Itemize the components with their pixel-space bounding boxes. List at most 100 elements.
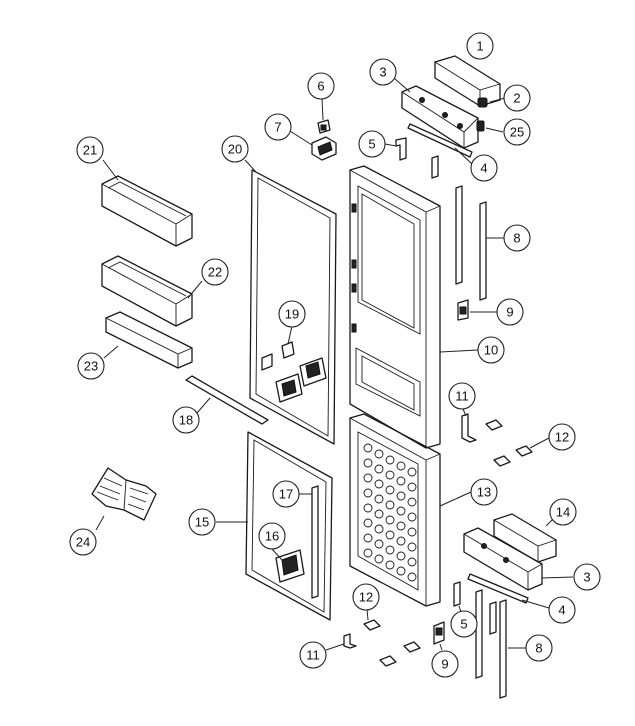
svg-text:14: 14: [556, 505, 570, 520]
callout-9-lower: 9: [431, 650, 459, 678]
door-dimple: [407, 527, 417, 537]
svg-text:24: 24: [76, 535, 90, 550]
svg-text:23: 23: [84, 359, 98, 374]
part-18-seal-strip: [185, 375, 269, 425]
door-dimple: [385, 500, 395, 510]
door-dimple: [374, 464, 384, 474]
callout-11-lower: 11: [299, 641, 327, 669]
door-dimple: [385, 560, 395, 570]
door-dimple: [363, 458, 373, 468]
part-12-lower-clip: [363, 619, 381, 631]
callout-12-upper: 12: [548, 423, 576, 451]
part-3-upper-hinge-bracket: [401, 85, 479, 149]
svg-text:25: 25: [510, 125, 524, 140]
door-dimple: [363, 443, 373, 453]
svg-text:7: 7: [274, 120, 281, 135]
part-5-lower-bracket: [453, 581, 461, 607]
part-14-lower-hinge-cover: [493, 513, 557, 563]
callout-21: 21: [76, 136, 104, 164]
svg-text:12: 12: [359, 590, 373, 605]
door-dimple-pattern: [363, 443, 417, 582]
callout-18: 18: [172, 406, 200, 434]
part-23-door-shelf: [105, 311, 193, 369]
callout-13: 13: [470, 478, 498, 506]
callout-9-upper: 9: [496, 298, 524, 326]
door-dimple: [374, 449, 384, 459]
door-dimple: [407, 467, 417, 477]
door-dimple: [385, 470, 395, 480]
part-11-upper-bracket: [461, 413, 477, 443]
callout-4-upper: 4: [470, 154, 498, 182]
door-dimple: [407, 572, 417, 582]
callout-15: 15: [188, 508, 216, 536]
svg-text:6: 6: [317, 79, 324, 94]
callout-8-upper: 8: [503, 224, 531, 252]
door-dimple: [396, 476, 406, 486]
svg-text:11: 11: [306, 648, 320, 663]
callout-22: 22: [201, 258, 229, 286]
callout-19: 19: [278, 300, 306, 328]
door-dimple: [396, 506, 406, 516]
callout-24: 24: [69, 528, 97, 556]
part-12-upper-clips: [485, 419, 533, 467]
callout-12-lower: 12: [352, 583, 380, 611]
part-10-upper-door: [349, 165, 441, 449]
door-dimple: [396, 521, 406, 531]
door-dimple: [396, 551, 406, 561]
svg-text:15: 15: [195, 515, 209, 530]
part-6-hinge-pin: [317, 119, 331, 134]
callout-3-lower: 3: [573, 563, 601, 591]
svg-text:11: 11: [455, 389, 469, 404]
door-dimple: [396, 566, 406, 576]
part-5-upper-bracket: [395, 137, 407, 161]
svg-text:5: 5: [460, 617, 467, 632]
door-dimple: [385, 530, 395, 540]
part-8-lower-bars: [475, 589, 507, 699]
part-4-upper-rod: [407, 123, 473, 158]
callout-8-lower: 8: [525, 634, 553, 662]
door-dimple: [363, 473, 373, 483]
callout-5-lower: 5: [450, 610, 478, 638]
svg-text:1: 1: [476, 39, 483, 54]
svg-text:9: 9: [441, 657, 448, 672]
callout-25: 25: [503, 118, 531, 146]
door-dimple: [407, 542, 417, 552]
part-8-upper-bars: [431, 155, 487, 301]
door-dimple: [385, 515, 395, 525]
part-21-door-shelf: [101, 175, 193, 247]
svg-text:21: 21: [83, 143, 97, 158]
svg-text:8: 8: [513, 231, 520, 246]
door-dimple: [396, 461, 406, 471]
svg-text:5: 5: [368, 137, 375, 152]
svg-text:13: 13: [477, 485, 491, 500]
svg-text:12: 12: [555, 430, 569, 445]
part-25-clip: [476, 120, 485, 132]
door-dimple: [407, 557, 417, 567]
svg-text:2: 2: [513, 91, 520, 106]
door-dimple: [374, 509, 384, 519]
svg-text:9: 9: [506, 305, 513, 320]
callout-11-upper: 11: [448, 382, 476, 410]
part-7-hinge-block: [311, 136, 337, 161]
callout-7: 7: [264, 113, 292, 141]
part-15-lower-door-gasket: [245, 431, 333, 621]
door-dimple: [374, 479, 384, 489]
door-dimple: [374, 524, 384, 534]
svg-text:19: 19: [285, 307, 299, 322]
door-dimple: [396, 536, 406, 546]
door-dimple: [363, 488, 373, 498]
callout-17: 17: [272, 480, 300, 508]
door-dimple: [407, 512, 417, 522]
part-22-door-shelf: [101, 255, 193, 327]
part-24-user-manual: [91, 467, 157, 521]
svg-text:10: 10: [484, 343, 498, 358]
door-dimple: [363, 533, 373, 543]
door-dimple: [407, 482, 417, 492]
door-dimple: [363, 503, 373, 513]
part-13-lower-door: [349, 413, 441, 607]
callout-2: 2: [503, 84, 531, 112]
part-19-hinge-parts: [261, 341, 327, 403]
callout-3-upper: 3: [369, 58, 397, 86]
